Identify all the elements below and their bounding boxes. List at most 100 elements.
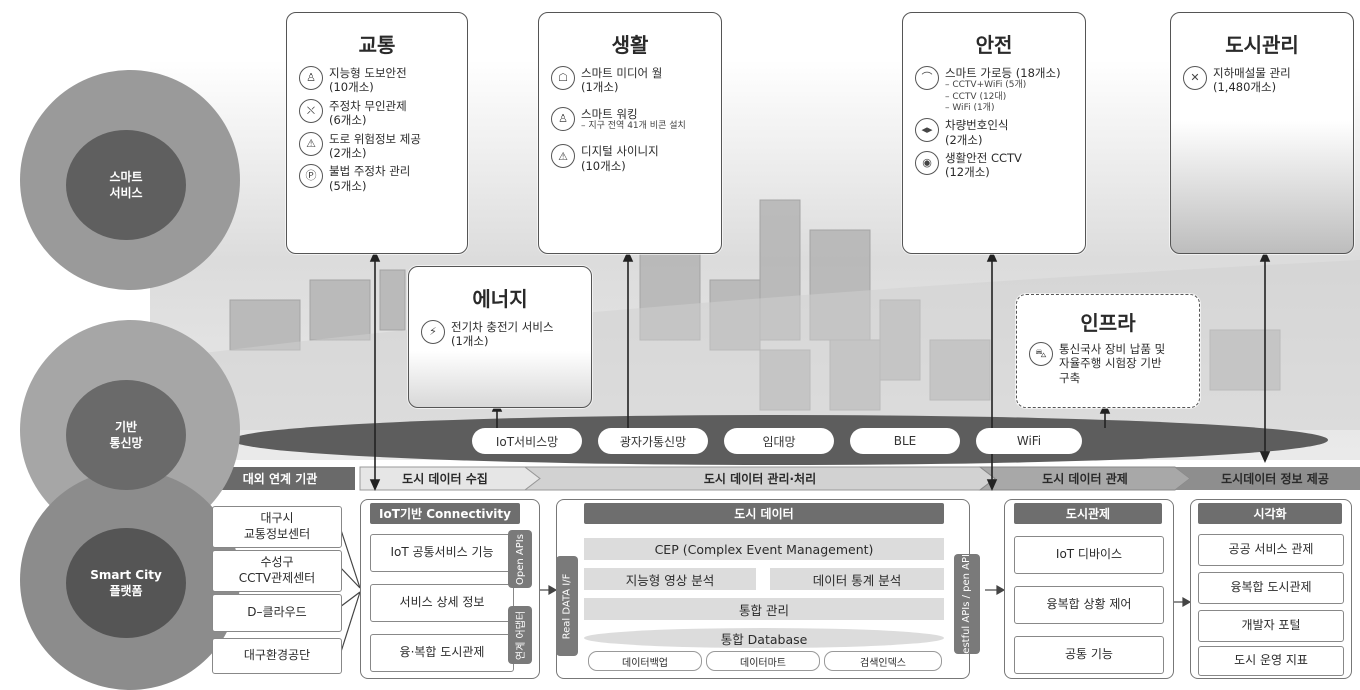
statistics-analytics: 데이터 통계 분석 bbox=[770, 568, 944, 590]
control-item: 공통 기능 bbox=[1014, 636, 1164, 674]
smart-walking-icon: ♙ bbox=[551, 106, 575, 131]
cep-engine: CEP (Complex Event Management) bbox=[584, 538, 944, 560]
service-item: Ⓟ 불법 주정차 관리(5개소) bbox=[299, 164, 467, 193]
service-item-note: – CCTV+WiFi (5개) bbox=[945, 80, 1027, 91]
service-item-label: 디지털 사이니지 bbox=[581, 144, 659, 159]
network-own-fiber: 광자가통신망 bbox=[598, 428, 708, 454]
service-item-label-line2: 자율주행 시험장 기반 bbox=[1059, 356, 1162, 371]
service-title: 안전 bbox=[975, 33, 1013, 57]
connectivity-title: IoT기반 Connectivity bbox=[370, 503, 520, 524]
service-item: ♙ 지능형 도보안전(10개소) bbox=[299, 66, 467, 95]
link-adapter-tab: 연계 어댑터 bbox=[508, 606, 532, 664]
service-item-count: (2개소) bbox=[945, 132, 983, 147]
stage-monitoring: 도시 데이터 관제 bbox=[1042, 471, 1128, 486]
warning-icon: ⚠ bbox=[551, 144, 575, 169]
service-title: 교통 bbox=[358, 33, 396, 57]
cctv-icon: ◉ bbox=[915, 150, 939, 175]
service-item-label: 도로 위험정보 제공 bbox=[329, 131, 421, 146]
parking-control-icon: ⛌ bbox=[299, 98, 323, 123]
network-wifi: WiFi bbox=[976, 428, 1082, 454]
service-title: 도시관리 bbox=[1225, 33, 1299, 57]
service-item-count: (1,480개소) bbox=[1213, 80, 1277, 95]
restful-apis-label: Restful APIs / pen APIs bbox=[961, 548, 973, 660]
service-item-note: – CCTV (12대) bbox=[945, 91, 1007, 102]
real-data-if-tab: Real DATA I/F bbox=[556, 556, 578, 656]
visual-item: 융복합 도시관제 bbox=[1198, 572, 1344, 604]
db-chip-mart: 데이터마트 bbox=[706, 651, 820, 671]
restful-apis-tab: Restful APIs / pen APIs bbox=[954, 548, 980, 660]
link-adapter-label: 연계 어댑터 bbox=[516, 610, 528, 660]
pedestrian-safety-icon: ♙ bbox=[299, 66, 323, 90]
stage-external: 대외 연계 기관 bbox=[242, 471, 318, 486]
service-item-label: 스마트 미디어 월 bbox=[581, 66, 663, 80]
warning-icon: ⚠ bbox=[299, 131, 323, 156]
db-chip-backup: 데이터백업 bbox=[588, 651, 702, 671]
service-item-label: 스마트 가로등 (18개소) bbox=[945, 66, 1061, 80]
service-item-label: 전기차 충전기 서비스 bbox=[451, 320, 554, 334]
service-item-label: 통신국사 장비 납품 및 bbox=[1059, 342, 1166, 356]
service-title: 에너지 bbox=[472, 287, 528, 311]
visual-item: 도시 운영 지표 bbox=[1198, 646, 1344, 676]
flow-arrows bbox=[339, 526, 1192, 656]
service-item: ⚠도로 위험정보 제공(2개소) bbox=[299, 131, 467, 161]
service-item: ⛌ 주정차 무인관제(6개소) bbox=[299, 98, 467, 128]
control-item: 융복합 상황 제어 bbox=[1014, 586, 1164, 624]
external-agency: 수성구 CCTV관제센터 bbox=[212, 550, 342, 592]
plate-recognition-icon: ◂▸ bbox=[915, 118, 939, 143]
stage-arrow-bar bbox=[205, 466, 1360, 491]
service-item-label: 지능형 도보안전 bbox=[329, 66, 407, 80]
media-wall-icon: ☖ bbox=[551, 66, 575, 90]
service-item: ✕지하매설물 관리(1,480개소) bbox=[1183, 66, 1353, 95]
connectivity-item: 융·복합 도시관제 bbox=[370, 634, 514, 672]
service-item-count: (1개소) bbox=[581, 80, 619, 95]
service-item: ◉ 생활안전 CCTV(12개소) bbox=[915, 150, 1085, 180]
service-box-energy: 에너지 ⚡전기차 충전기 서비스(1개소) bbox=[408, 266, 592, 408]
service-item-count: (10개소) bbox=[581, 158, 626, 173]
layer-smart-service: 스마트 서비스 bbox=[66, 130, 186, 240]
service-item-label: 불법 주정차 관리 bbox=[329, 164, 411, 179]
visual-item: 개발자 포털 bbox=[1198, 610, 1344, 642]
visualization-title: 시각화 bbox=[1198, 503, 1342, 524]
connectivity-item: 서비스 상세 정보 bbox=[370, 584, 514, 622]
service-box-safety: 안전 ⌒ 스마트 가로등 (18개소)– CCTV+WiFi (5개)– CCTV… bbox=[902, 12, 1086, 254]
city-control-title: 도시관제 bbox=[1014, 503, 1162, 524]
service-item: ♙스마트 워킹– 지구 전역 41개 비콘 설치 bbox=[551, 106, 721, 133]
service-item: ☖ 스마트 미디어 월(1개소) bbox=[551, 66, 721, 95]
service-item-count: (6개소) bbox=[329, 113, 367, 128]
service-item: ⌒ 스마트 가로등 (18개소)– CCTV+WiFi (5개)– CCTV (1… bbox=[915, 66, 1085, 114]
layer-network: 기반 통신망 bbox=[66, 380, 186, 490]
service-box-life: 생활 ☖ 스마트 미디어 월(1개소) ♙스마트 워킹– 지구 전역 41개 비콘… bbox=[538, 12, 722, 254]
integrated-management: 통합 관리 bbox=[584, 598, 944, 620]
service-item-label: 주정차 무인관제 bbox=[329, 98, 407, 113]
service-item: ◂▸차량번호인식(2개소) bbox=[915, 118, 1085, 147]
external-agency: 대구환경공단 bbox=[212, 638, 342, 674]
open-apis-tab: Open APIs bbox=[508, 530, 532, 588]
no-parking-icon: Ⓟ bbox=[299, 164, 323, 189]
connectivity-item: IoT 공통서비스 기능 bbox=[370, 534, 514, 572]
service-item-count: (12개소) bbox=[945, 165, 990, 180]
stage-collection: 도시 데이터 수집 bbox=[402, 471, 488, 486]
autonomous-car-icon: ⛍ bbox=[1029, 342, 1053, 366]
network-leased: 임대망 bbox=[724, 428, 834, 454]
service-item-label: 지하매설물 관리 bbox=[1213, 66, 1291, 80]
streetlight-icon: ⌒ bbox=[915, 66, 939, 90]
open-apis-label: Open APIs bbox=[514, 533, 526, 585]
city-data-title: 도시 데이터 bbox=[584, 503, 944, 524]
service-box-city-management: 도시관리 ✕지하매설물 관리(1,480개소) bbox=[1170, 12, 1354, 254]
service-item-note: – 지구 전역 41개 비콘 설치 bbox=[581, 121, 686, 132]
service-item-count: (5개소) bbox=[329, 178, 367, 193]
service-item-note: – WiFi (1개) bbox=[945, 102, 995, 113]
control-item: IoT 디바이스 bbox=[1014, 536, 1164, 574]
service-title: 인프라 bbox=[1080, 311, 1136, 335]
db-chip-index: 검색인덱스 bbox=[824, 651, 942, 671]
service-item: ⚠ 디지털 사이니지(10개소) bbox=[551, 144, 721, 173]
service-item-label-line3: 구축 bbox=[1059, 370, 1081, 385]
service-item-label: 생활안전 CCTV bbox=[945, 150, 1022, 165]
service-item-count: (10개소) bbox=[329, 80, 374, 95]
integrated-database: 통합 Database bbox=[584, 628, 944, 648]
service-title: 생활 bbox=[611, 33, 649, 57]
service-item: ⚡전기차 충전기 서비스(1개소) bbox=[421, 320, 591, 349]
network-ble: BLE bbox=[850, 428, 960, 454]
visual-item: 공공 서비스 관제 bbox=[1198, 534, 1344, 566]
